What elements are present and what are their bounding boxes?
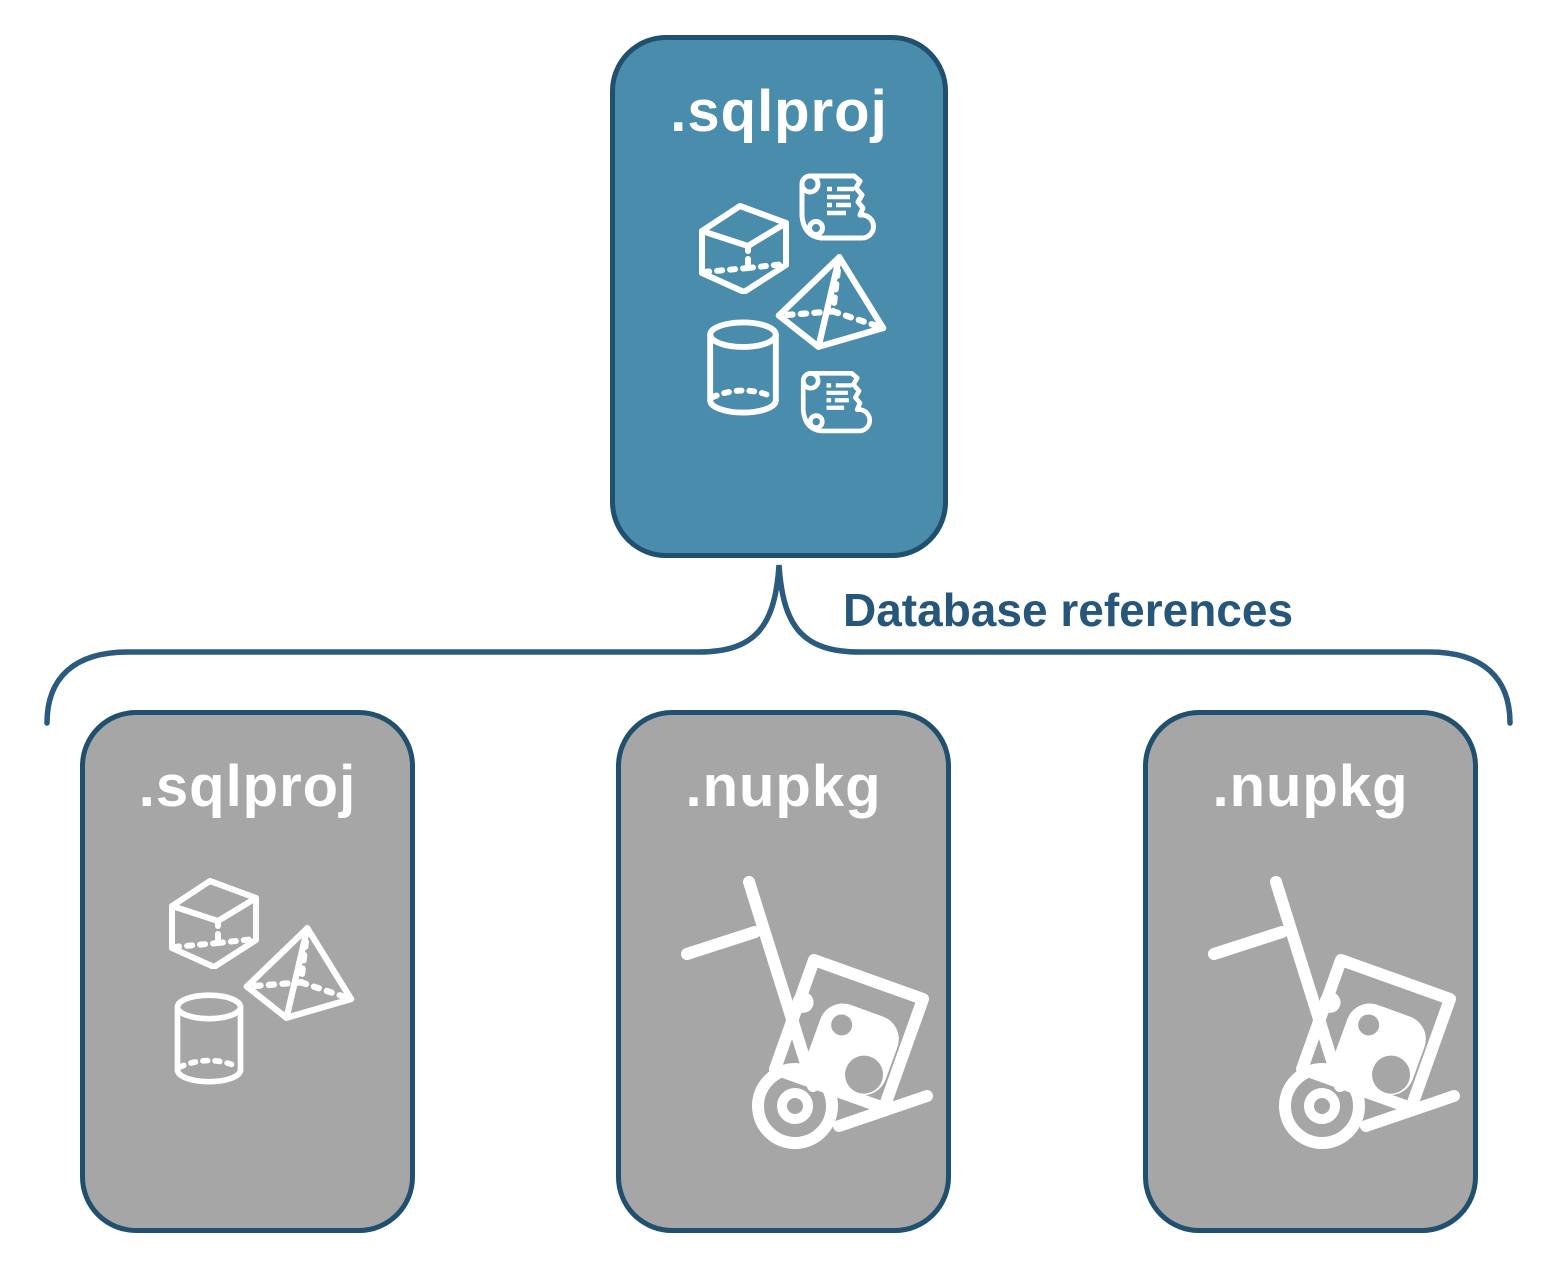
cylinder-icon: [701, 318, 785, 416]
node-title: .nupkg: [1212, 754, 1409, 819]
nuget-hand-truck-icon: [671, 868, 935, 1154]
child-node-sqlproj: .sqlproj: [80, 710, 415, 1233]
nuget-hand-truck-icon: [1198, 868, 1462, 1154]
node-title: .sqlproj: [138, 754, 357, 819]
node-title: .nupkg: [685, 754, 882, 819]
child-node-nupkg: .nupkg: [1143, 710, 1478, 1233]
connector-label: Database references: [843, 584, 1294, 636]
cube-icon: [693, 198, 795, 294]
pyramid-icon: [241, 923, 357, 1023]
pyramid-icon: [773, 252, 889, 352]
root-node-sqlproj: .sqlproj: [610, 35, 948, 558]
child-node-nupkg: .nupkg: [616, 710, 951, 1233]
scroll-icon: [793, 362, 873, 446]
cylinder-icon: [169, 991, 249, 1085]
scroll-icon: [791, 164, 877, 254]
cube-icon: [163, 873, 265, 969]
node-title: .sqlproj: [670, 79, 888, 144]
